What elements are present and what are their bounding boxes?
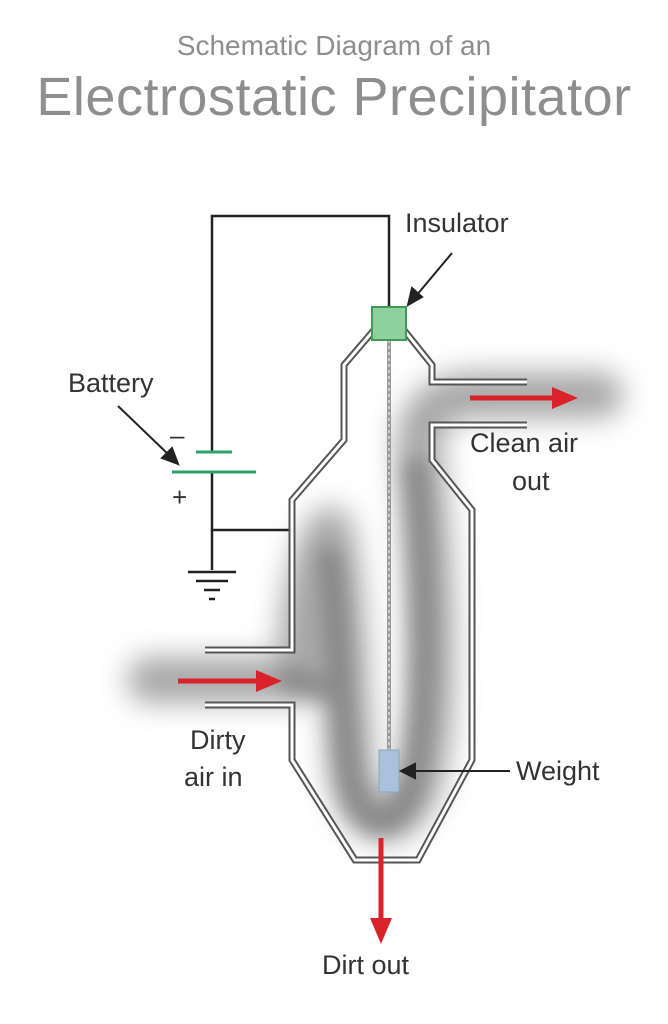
title-line-1: Schematic Diagram of an	[176, 30, 492, 61]
flow-arrows	[178, 387, 578, 944]
precipitator-vessel	[205, 327, 527, 864]
clean-air-label-line1: Clean air	[470, 428, 579, 458]
dirt-out-label: Dirt out	[322, 950, 410, 980]
circuit-wires	[210, 214, 391, 570]
air-flow-core	[278, 457, 436, 834]
insulator-label: Insulator	[405, 208, 509, 238]
battery-label: Battery	[68, 368, 154, 398]
ground-icon	[188, 570, 236, 601]
leader-lines	[117, 252, 510, 780]
insulator-block	[371, 306, 407, 341]
dirty-air-label-line2: air in	[184, 762, 243, 792]
title-line-2: Electrostatic Precipitator	[36, 67, 632, 127]
weight-block	[378, 749, 400, 793]
battery-plus-sign: +	[172, 482, 188, 512]
clean-air-label-line2: out	[512, 466, 550, 496]
battery-minus-sign: –	[170, 420, 185, 450]
dirty-air-label-line1: Dirty	[190, 725, 246, 755]
weight-label: Weight	[516, 756, 600, 786]
battery-icon	[172, 450, 256, 474]
